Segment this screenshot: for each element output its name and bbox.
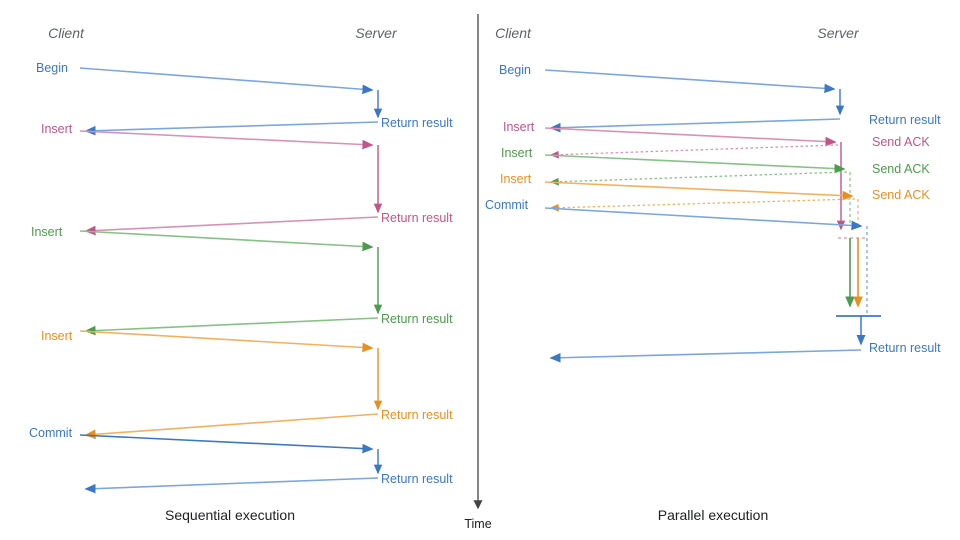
message-insert-3: Insert Return result	[41, 329, 453, 440]
lane-title-client: Client	[48, 25, 85, 41]
label-begin-response: Return result	[381, 116, 453, 130]
label-commit-request-parallel: Commit	[485, 198, 529, 212]
ack-arrow-insert-3-parallel	[549, 198, 856, 212]
time-axis: Time	[464, 14, 492, 531]
label-begin-request-parallel: Begin	[499, 63, 531, 77]
label-commit-response: Return result	[381, 472, 453, 486]
request-arrow-commit-parallel	[544, 207, 863, 231]
request-arrow-insert-3-parallel	[544, 181, 854, 201]
label-insert-3-response: Return result	[381, 408, 453, 422]
response-arrow-commit	[84, 477, 379, 494]
panel-sequential: Client Server Begin Return result Insert…	[29, 25, 453, 523]
request-arrow-insert-2	[79, 230, 374, 252]
response-arrow-commit-parallel	[549, 349, 862, 363]
label-insert-3-request: Insert	[41, 329, 73, 343]
ack-arrow-insert-2-parallel	[549, 171, 848, 186]
label-insert-1-response: Return result	[381, 211, 453, 225]
lane-title-server-parallel: Server	[817, 25, 860, 41]
message-insert-1-parallel: Insert Send ACK	[503, 120, 930, 239]
response-arrow-insert-2	[84, 317, 379, 336]
label-begin-response-parallel: Return result	[869, 113, 941, 127]
label-begin-request: Begin	[36, 61, 68, 75]
caption-sequential: Sequential execution	[165, 507, 295, 523]
label-insert-2-response: Return result	[381, 312, 453, 326]
response-arrow-insert-1	[84, 216, 379, 236]
label-insert-1-request-parallel: Insert	[503, 120, 535, 134]
caption-parallel: Parallel execution	[658, 507, 769, 523]
label-insert-2-request: Insert	[31, 225, 63, 239]
label-insert-3-request-parallel: Insert	[500, 172, 532, 186]
request-arrow-commit	[79, 434, 374, 454]
panel-parallel: Client Server Begin Return result Insert…	[485, 25, 941, 523]
request-arrow-insert-3	[79, 330, 374, 353]
message-insert-1: Insert Return result	[41, 122, 453, 236]
response-arrow-insert-3	[84, 413, 379, 440]
label-commit-response-parallel: Return result	[869, 341, 941, 355]
request-arrow-insert-2-parallel	[544, 154, 846, 174]
response-arrow-begin-parallel	[549, 118, 841, 133]
message-begin-parallel: Begin Return result	[499, 63, 941, 133]
label-insert-2-response-parallel: Send ACK	[872, 162, 930, 176]
message-begin: Begin Return result	[36, 61, 453, 136]
label-insert-1-request: Insert	[41, 122, 73, 136]
message-insert-2-parallel: Insert Send ACK	[501, 146, 930, 308]
label-commit-request: Commit	[29, 426, 73, 440]
message-insert-3-parallel: Insert Send ACK	[500, 172, 930, 308]
label-insert-1-response-parallel: Send ACK	[872, 135, 930, 149]
lane-title-client-parallel: Client	[495, 25, 532, 41]
ack-arrow-insert-1-parallel	[549, 144, 839, 159]
request-arrow-begin-parallel	[544, 69, 836, 94]
request-arrow-begin	[79, 67, 374, 95]
response-arrow-begin	[84, 121, 379, 136]
request-arrow-insert-1-parallel	[544, 127, 837, 147]
message-commit-parallel: Commit Return result	[485, 198, 941, 363]
label-insert-2-request-parallel: Insert	[501, 146, 533, 160]
message-insert-2: Insert Return result	[31, 225, 453, 336]
message-commit: Commit Return result	[29, 426, 453, 494]
request-arrow-insert-1	[79, 130, 374, 150]
label-insert-3-response-parallel: Send ACK	[872, 188, 930, 202]
lane-title-server: Server	[355, 25, 398, 41]
time-axis-label: Time	[464, 517, 491, 531]
